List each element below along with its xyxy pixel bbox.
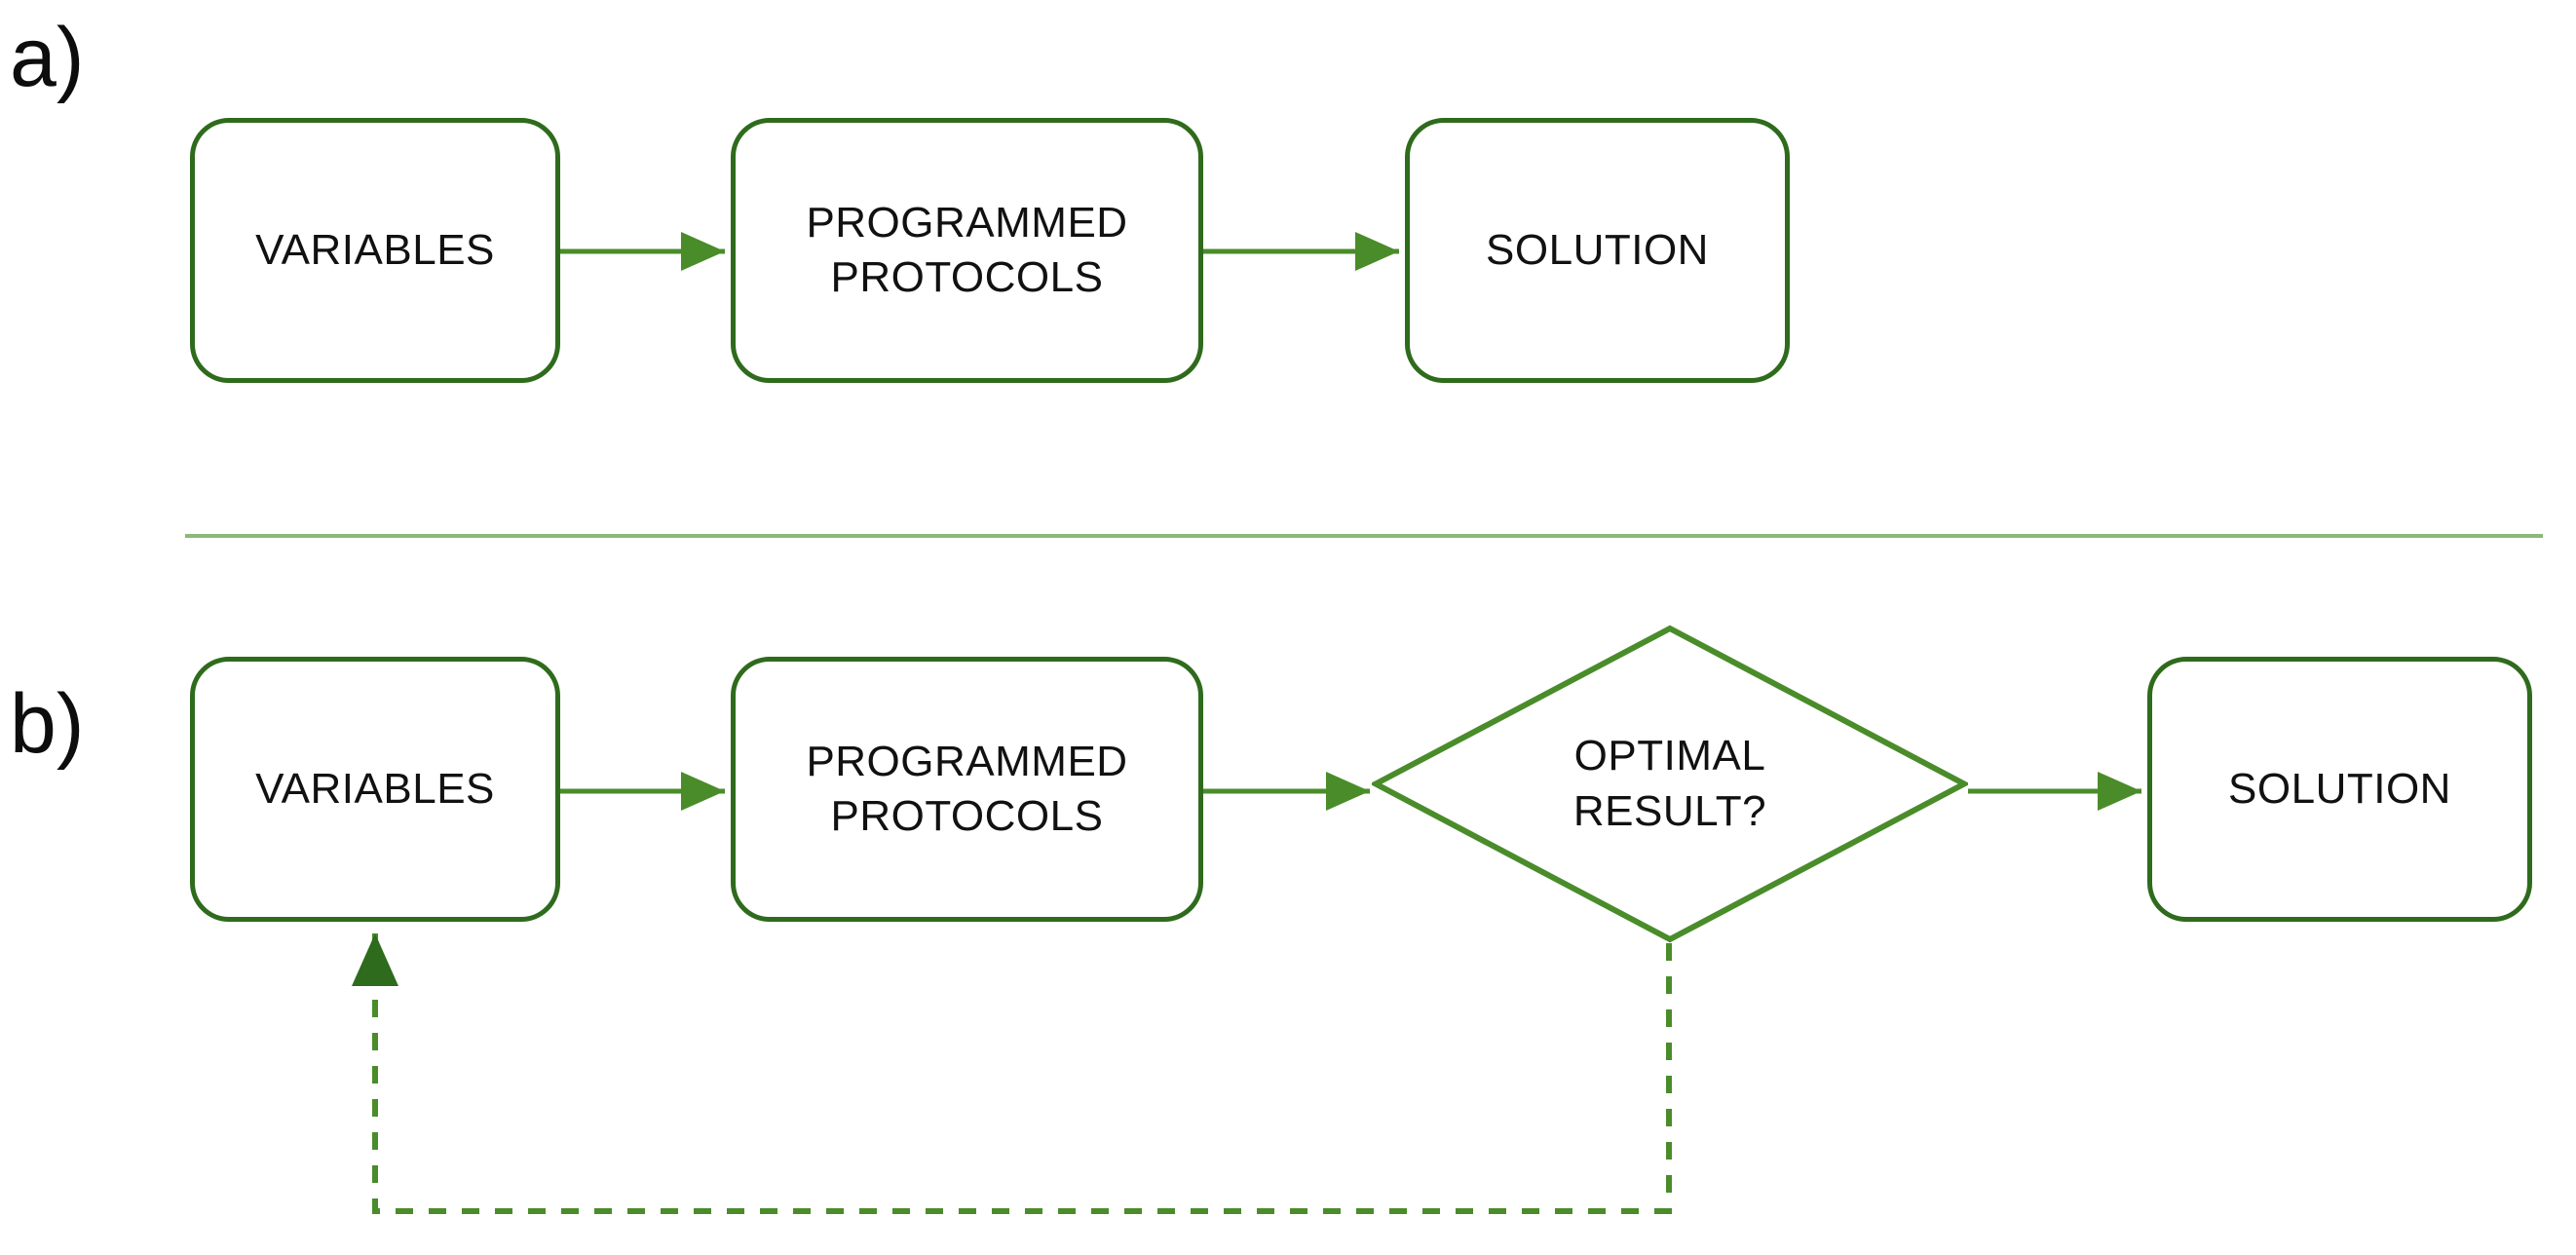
node-b-variables-label: VARIABLES — [255, 764, 495, 813]
node-b-decision[interactable]: OPTIMAL RESULT? — [1369, 625, 1971, 943]
node-b-protocols-label: PROGRAMMED PROTOCOLS — [806, 737, 1128, 840]
node-a-solution[interactable]: SOLUTION — [1405, 118, 1790, 383]
diamond-shape — [1369, 625, 1971, 943]
node-a-protocols[interactable]: PROGRAMMED PROTOCOLS — [731, 118, 1203, 383]
node-b-protocols[interactable]: PROGRAMMED PROTOCOLS — [731, 657, 1203, 922]
node-b-solution-label: SOLUTION — [2228, 764, 2451, 813]
node-a-variables-label: VARIABLES — [255, 225, 495, 274]
node-a-variables[interactable]: VARIABLES — [190, 118, 560, 383]
panel-label-a: a) — [10, 11, 85, 104]
node-a-solution-label: SOLUTION — [1486, 225, 1709, 274]
node-b-solution[interactable]: SOLUTION — [2147, 657, 2532, 922]
connector-b-decision-feedback-to-variables — [352, 933, 1672, 1214]
panel-divider — [185, 534, 2543, 538]
panel-label-b: b) — [10, 677, 85, 771]
node-b-variables[interactable]: VARIABLES — [190, 657, 560, 922]
node-a-protocols-label: PROGRAMMED PROTOCOLS — [806, 198, 1128, 301]
